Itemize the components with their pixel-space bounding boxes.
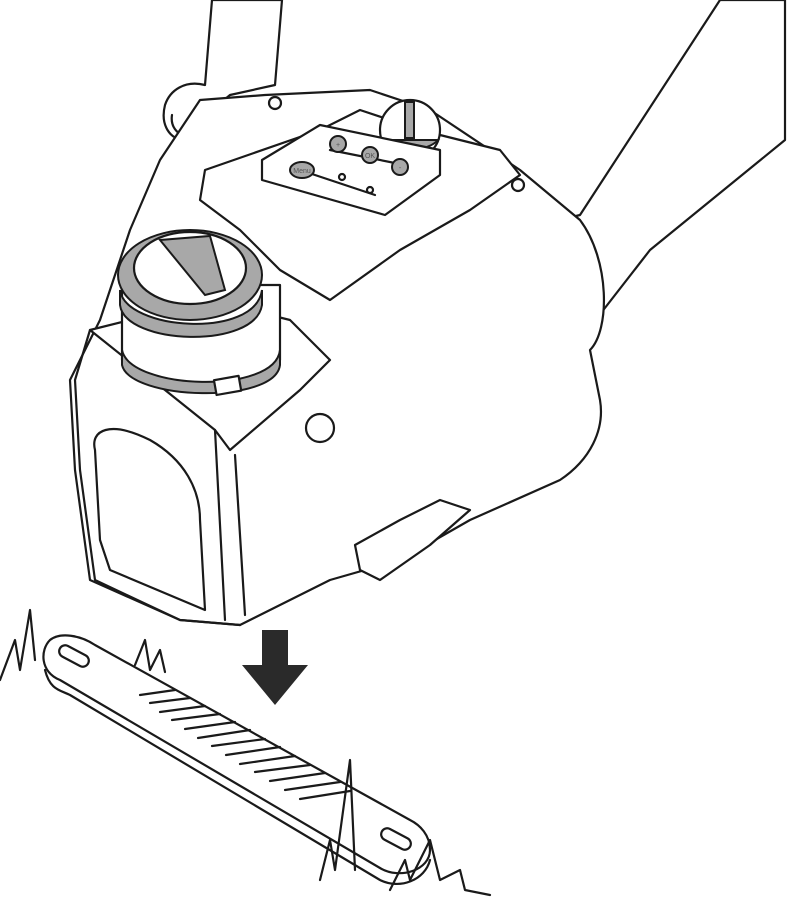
ok-button[interactable]: OK bbox=[361, 146, 379, 164]
contact-strips bbox=[138, 688, 352, 801]
control-panel: + OK - Menu bbox=[260, 123, 442, 217]
minus-button[interactable]: - bbox=[391, 158, 409, 176]
plus-button[interactable]: + bbox=[329, 135, 347, 153]
grass bbox=[0, 608, 492, 897]
menu-button-label: Menu bbox=[293, 168, 311, 175]
charging-plate bbox=[42, 634, 432, 885]
arrow-down-icon bbox=[242, 630, 308, 705]
menu-button[interactable]: Menu bbox=[289, 161, 315, 179]
plus-button-label: + bbox=[336, 142, 340, 149]
minus-button-label: - bbox=[399, 165, 402, 172]
height-adjust-knob[interactable] bbox=[117, 229, 282, 397]
ok-button-label: OK bbox=[365, 153, 375, 160]
